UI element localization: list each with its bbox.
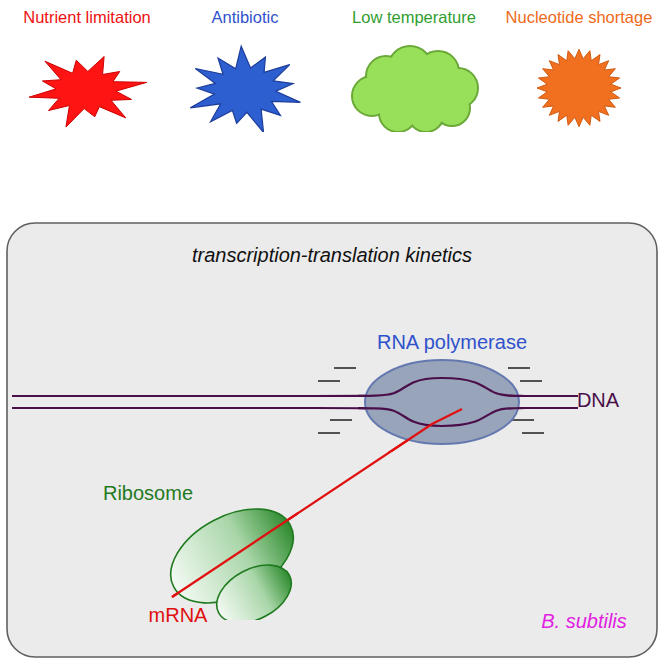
cell-outline	[7, 223, 657, 657]
node-label: Nucleotide shortage	[506, 8, 653, 27]
dna-label: DNA	[577, 389, 619, 412]
node-label: Ribosome	[103, 482, 193, 505]
stress-starburst: Antibiotic	[175, 4, 315, 132]
cell-box: transcription-translation kinetics B. sub…	[6, 222, 658, 658]
supercoil-mark	[318, 380, 340, 381]
antibiotic-starburst	[190, 46, 300, 132]
supercoil-mark	[512, 419, 534, 420]
supercoil-mark	[318, 432, 340, 433]
node-label: Low temperature	[352, 8, 476, 27]
polymerase-body	[365, 360, 519, 444]
stress-sunburst: Nucleotide shortage	[498, 4, 660, 132]
cell-box-shape	[6, 222, 658, 658]
supercoil-mark	[522, 432, 544, 433]
ribosome-small-subunit	[207, 553, 298, 620]
node-label: transcription-translation kinetics	[192, 244, 472, 267]
mrna-label: mRNA	[149, 604, 208, 627]
supercoil-mark	[508, 367, 530, 368]
node-caption: B. subtilis	[541, 610, 627, 633]
supercoil-mark	[334, 367, 356, 368]
dna-strand	[358, 408, 542, 426]
node-label: Nutrient limitation	[23, 8, 150, 27]
nutrient-starburst	[29, 56, 147, 127]
supercoil-mark	[520, 380, 542, 381]
cloud-puff	[380, 95, 416, 131]
stress-cloud: Low temperature	[330, 4, 496, 132]
node-label: Antibiotic	[212, 8, 279, 27]
dna-strand	[358, 378, 542, 396]
stress-starburst: Nutrient limitation	[5, 4, 170, 132]
supercoil-mark	[330, 419, 352, 420]
rna-polymerase-node: RNA polymerase	[358, 328, 542, 452]
nucleotide-sunburst	[537, 49, 621, 126]
node-label: RNA polymerase	[377, 331, 527, 354]
ribosome-node: Ribosome	[96, 478, 298, 620]
mrna-strand	[358, 409, 462, 452]
